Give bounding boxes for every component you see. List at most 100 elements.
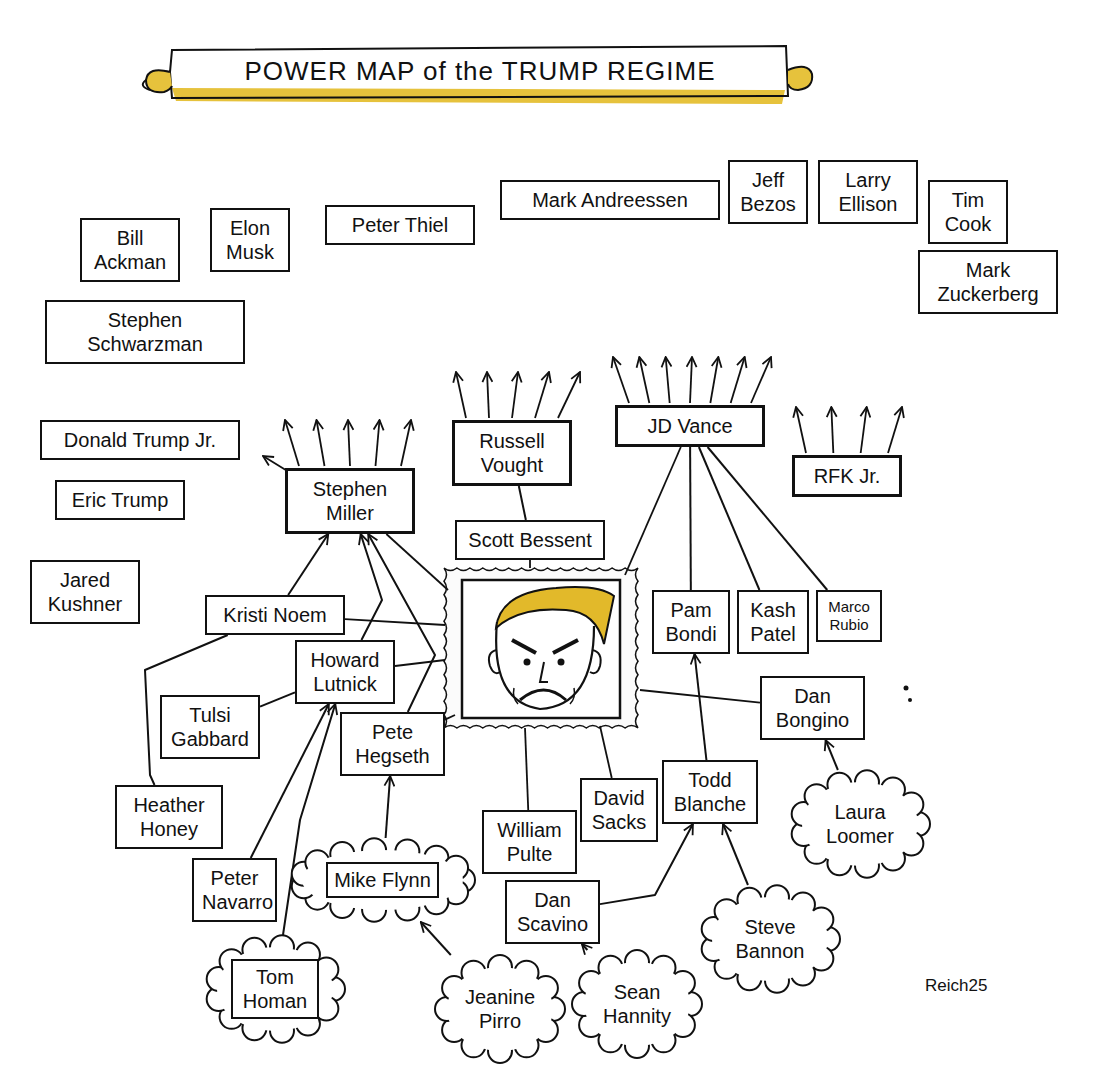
name-box: Jeff Bezos (728, 160, 808, 224)
name-box: Stephen Miller (285, 468, 415, 534)
face-outline (496, 622, 594, 709)
person-name: Howard Lutnick (305, 648, 385, 696)
eye (558, 659, 565, 666)
person-name: Tulsi Gabbard (170, 703, 250, 751)
influence-arrow (456, 372, 466, 418)
person-name: Russell Vought (463, 429, 561, 477)
person-name: Stephen Miller (296, 477, 404, 525)
connector (386, 776, 391, 838)
person-name: JD Vance (626, 414, 754, 438)
person-name: William Pulte (492, 818, 567, 866)
banner-curl (788, 67, 812, 90)
person-name: Elon Musk (220, 216, 280, 264)
eyebrow (512, 640, 536, 653)
person-name: Eric Trump (65, 488, 175, 512)
person-name: Pam Bondi (662, 598, 720, 646)
name-box: Dan Bongino (760, 676, 865, 740)
nose (540, 662, 548, 682)
connector (723, 824, 748, 885)
portrait-link (386, 534, 448, 590)
connector (695, 654, 707, 760)
name-box: David Sacks (580, 778, 658, 842)
cloud-outline (700, 885, 840, 993)
portrait-link (395, 660, 445, 666)
name-box: Elon Musk (210, 208, 290, 272)
person-name: Steve Bannon (730, 915, 810, 963)
influence-arrow (831, 407, 833, 453)
person-name: Todd Blanche (672, 768, 748, 816)
person-name: Marco Rubio (823, 598, 875, 634)
name-box: Donald Trump Jr. (40, 420, 240, 460)
person-name: Donald Trump Jr. (50, 428, 230, 452)
name-box: Peter Navarro (192, 858, 277, 922)
name-box: Mark Zuckerberg (918, 250, 1058, 314)
cloud-outline (790, 770, 930, 878)
ink-spot (908, 698, 912, 702)
person-name: Mark Zuckerberg (928, 258, 1048, 306)
cloud-node: Jeanine Pirro (435, 955, 565, 1063)
person-name: RFK Jr. (803, 464, 891, 488)
influence-arrow (710, 357, 718, 403)
ink-spot (904, 686, 909, 691)
portrait-frame (444, 568, 638, 728)
influence-arrow (888, 407, 902, 453)
name-box: Pete Hegseth (340, 712, 445, 776)
name-box: JD Vance (615, 405, 765, 447)
portrait-link (525, 728, 528, 810)
person-name: Tim Cook (938, 188, 998, 236)
name-box: Tim Cook (928, 180, 1008, 244)
person-name: Heather Honey (125, 793, 213, 841)
name-box: Dan Scavino (505, 880, 600, 944)
portrait-link (345, 619, 445, 625)
person-name: Dan Bongino (770, 684, 855, 732)
influence-arrow (558, 372, 580, 418)
person-name: Jeff Bezos (738, 168, 798, 216)
portrait-frame-edge (444, 568, 638, 728)
person-name: Pete Hegseth (350, 720, 435, 768)
person-name: Scott Bessent (465, 528, 595, 552)
name-box: Kash Patel (737, 590, 809, 654)
name-box: Mark Andreessen (500, 180, 720, 220)
hair (496, 587, 614, 644)
title-banner (150, 46, 788, 98)
cloud-outline (572, 950, 702, 1058)
person-name: Tom Homan (239, 965, 311, 1013)
cloud-outline (435, 955, 565, 1063)
person-name: Stephen Schwarzman (55, 308, 235, 356)
person-name: Laura Loomer (820, 800, 900, 848)
person-name: Sean Hannity (602, 980, 672, 1028)
influence-arrow (731, 357, 745, 403)
connector (421, 922, 451, 955)
person-name: David Sacks (590, 786, 648, 834)
person-name: Jeanine Pirro (465, 985, 535, 1033)
eye (524, 659, 531, 666)
person-name: Dan Scavino (515, 888, 590, 936)
connector (519, 486, 526, 520)
connector (251, 704, 329, 858)
cheek-line (570, 688, 575, 704)
name-box: Tulsi Gabbard (160, 695, 260, 759)
influence-arrow (348, 420, 350, 466)
person-name: Kristi Noem (215, 603, 335, 627)
influence-arrow (535, 372, 549, 418)
influence-arrow (861, 407, 867, 453)
cheek-line (514, 688, 519, 704)
name-box: RFK Jr. (792, 455, 902, 497)
name-box: Marco Rubio (816, 590, 882, 642)
name-box: Todd Blanche (662, 760, 758, 824)
name-box: Scott Bessent (455, 520, 605, 560)
name-box: Bill Ackman (80, 218, 180, 282)
portrait-link (529, 560, 531, 568)
signature: Reich25 (925, 976, 987, 996)
influence-arrow (639, 357, 649, 403)
influence-arrow (487, 372, 489, 418)
influence-arrow (796, 407, 806, 453)
portrait-square (462, 580, 620, 718)
name-box: Pam Bondi (652, 590, 730, 654)
influence-arrow (317, 420, 325, 466)
connector (582, 944, 588, 950)
person-name: Mark Andreessen (510, 188, 710, 212)
portrait-link (600, 726, 612, 778)
diagram-title: POWER MAP of the TRUMP REGIME (185, 56, 775, 87)
